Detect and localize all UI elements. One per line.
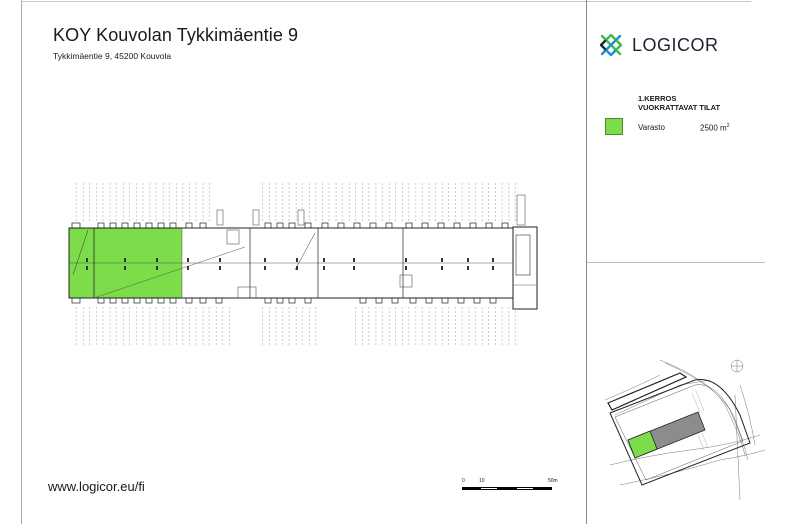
page-border-left [21,0,22,524]
address: Tykkimäentie 9, 45200 Kouvola [53,51,172,61]
scale-bar: 0 10 50m [460,478,560,494]
page-title: KOY Kouvolan Tykkimäentie 9 [53,25,299,45]
scale-label-50: 50m [548,478,558,484]
panel-divider [586,0,587,524]
scale-label-10: 10 [479,478,485,484]
scale-label-0: 0 [462,478,465,484]
legend-swatch-varasto [605,118,623,135]
page-border-top [21,1,751,2]
rental-spaces-label: VUOKRATTAVAT TILAT [638,103,721,112]
site-highlight [627,430,658,459]
floor-label: 1.KERROS [638,94,677,103]
logicor-logo: LOGICOR [598,32,719,58]
legend-item-area: 2500 m2 [700,123,730,133]
website-link[interactable]: www.logicor.eu/fi [48,479,145,494]
legend-item-name: Varasto [638,123,665,132]
logicor-cross-icon [599,33,623,57]
floor-plan [68,183,538,347]
legend-divider [587,262,765,263]
site-plan [604,359,766,501]
legend-heading: 1.KERROS VUOKRATTAVAT TILAT [638,94,720,112]
brand-name: LOGICOR [632,34,719,55]
